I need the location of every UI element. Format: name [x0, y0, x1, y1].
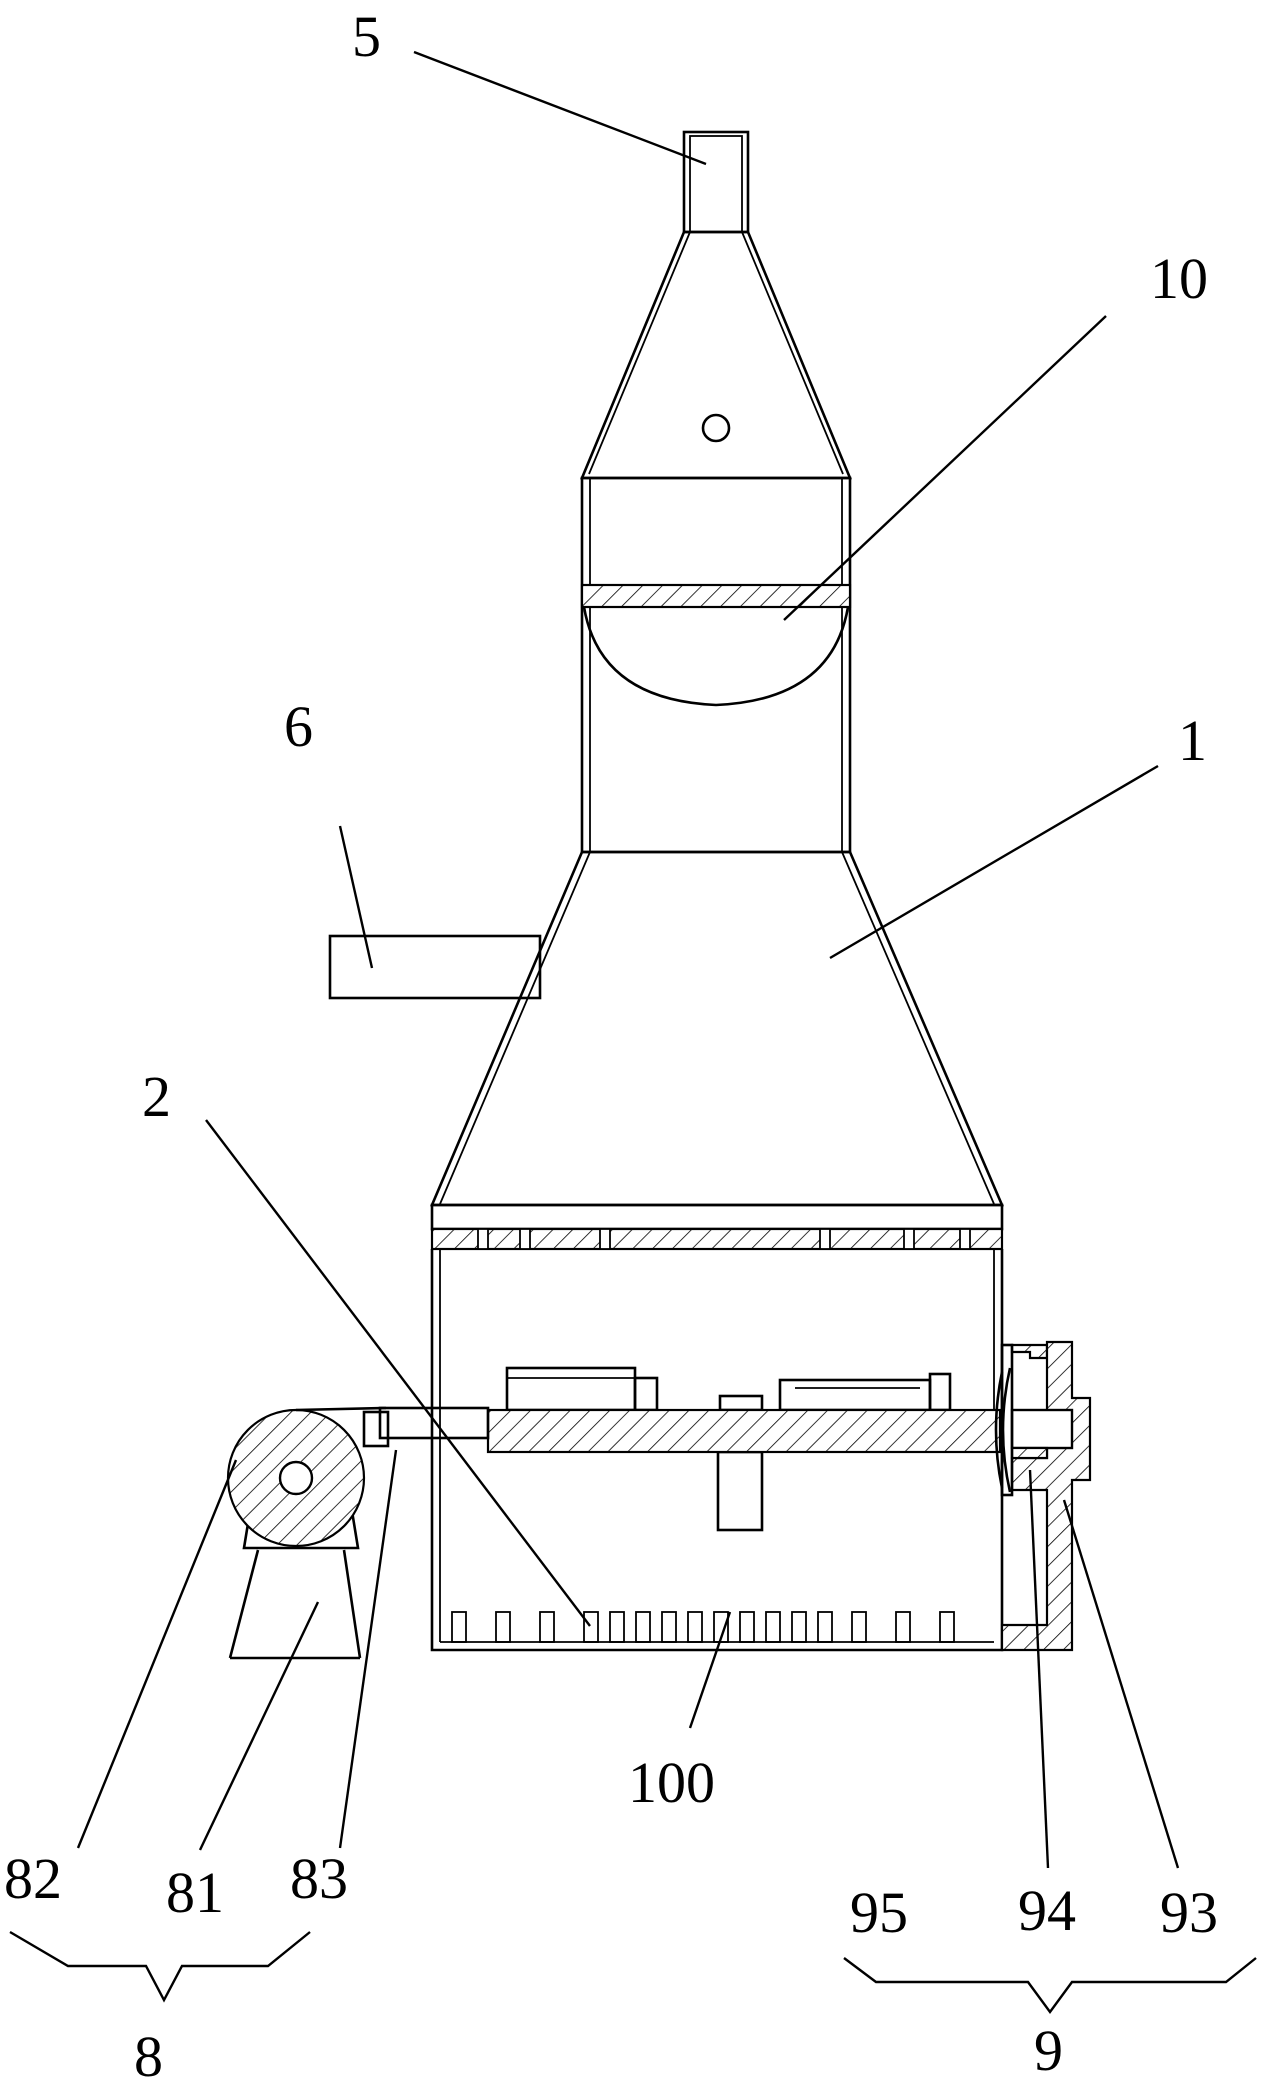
leader-lines [76, 50, 1180, 1869]
bearing-assembly [994, 1340, 1092, 1652]
main-cone [430, 850, 1004, 1207]
label-95: 95 [850, 1880, 908, 1945]
motor-assembly [226, 1406, 390, 1660]
label-100: 100 [628, 1750, 715, 1815]
label-1: 1 [1178, 708, 1207, 773]
label-5: 5 [352, 4, 381, 69]
label-8: 8 [134, 2024, 163, 2087]
main-shaft [378, 1406, 1002, 1454]
comb-teeth [451, 1611, 955, 1643]
label-83: 83 [290, 1846, 348, 1911]
label-10: 10 [1150, 246, 1208, 311]
coupling [362, 1410, 390, 1448]
label-6: 6 [284, 694, 313, 759]
label-82: 82 [4, 1846, 62, 1911]
label-2: 2 [142, 1064, 171, 1129]
side-inlet [328, 934, 542, 1000]
filter-dome [582, 606, 850, 707]
label-93: 93 [1160, 1880, 1218, 1945]
inspection-hole [701, 413, 731, 443]
reference-labels: 5 10 6 1 2 100 82 81 83 8 95 94 93 9 [4, 4, 1218, 2087]
label-9: 9 [1034, 2018, 1063, 2083]
filter-plate [580, 583, 852, 609]
label-81: 81 [166, 1860, 224, 1925]
label-94: 94 [1018, 1878, 1076, 1943]
separator-plate [430, 1203, 1004, 1251]
outlet-pipe [682, 130, 750, 234]
group-braces [9, 1930, 1257, 2015]
middle-cylinder [580, 476, 852, 854]
upper-cone [580, 230, 852, 480]
